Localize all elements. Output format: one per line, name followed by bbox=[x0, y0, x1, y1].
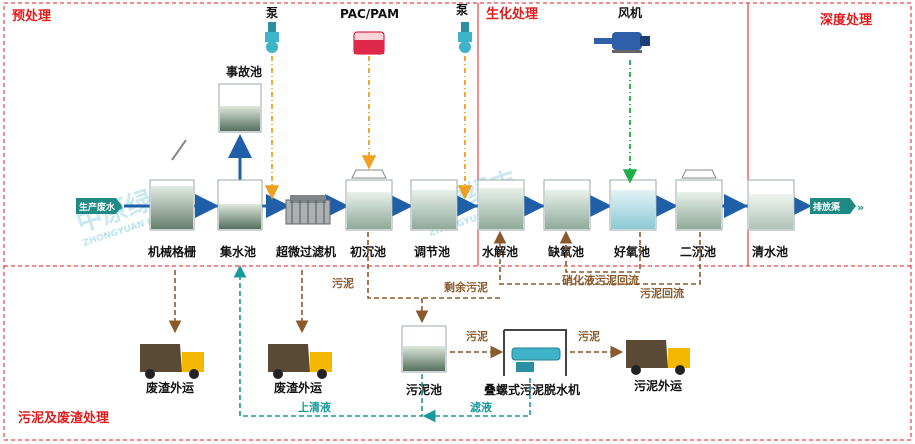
label-excess-sludge: 剩余污泥 bbox=[444, 280, 488, 294]
sludge-return-line bbox=[493, 230, 701, 285]
equalization-tank bbox=[410, 179, 458, 231]
influent-badge: 生产废水 » bbox=[76, 198, 123, 214]
label-blower: 风机 bbox=[618, 5, 642, 20]
label-supernatant: 上清液 bbox=[298, 400, 332, 414]
blower-icon bbox=[594, 32, 650, 53]
svg-text:»: » bbox=[857, 201, 864, 214]
sludge-tank bbox=[401, 325, 447, 373]
primary-sludge-line bbox=[367, 232, 422, 299]
svg-text:排放渠: 排放渠 bbox=[813, 201, 841, 213]
label-micro-filter: 超微过滤机 bbox=[275, 244, 336, 259]
truck-icon-1 bbox=[140, 344, 204, 379]
label-anoxic: 缺氧池 bbox=[548, 244, 584, 259]
aerobic-tank bbox=[609, 179, 657, 231]
label-dewatering: 叠螺式污泥脱水机 bbox=[484, 382, 580, 397]
section-pretreatment: 预处理 bbox=[12, 8, 51, 24]
label-sludge-return: 污泥回流 bbox=[640, 286, 684, 300]
truck-icon-3 bbox=[626, 340, 690, 375]
collection-tank bbox=[217, 179, 263, 231]
supernatant-return-line bbox=[233, 264, 423, 417]
label-filtrate: 滤液 bbox=[470, 400, 493, 414]
pac-pam-tank-icon bbox=[353, 31, 385, 55]
label-sludge-tank: 污泥池 bbox=[406, 382, 442, 397]
anoxic-tank bbox=[543, 179, 591, 231]
label-pump-left: 泵 bbox=[266, 6, 278, 20]
section-advanced: 深度处理 bbox=[820, 12, 872, 28]
label-sludge-3: 污泥 bbox=[578, 329, 600, 343]
label-sludge-2: 污泥 bbox=[466, 329, 488, 343]
nitrification-return-line bbox=[559, 230, 641, 273]
section-biochemical: 生化处理 bbox=[486, 6, 538, 22]
label-accident-tank: 事故池 bbox=[226, 64, 262, 79]
screen-unit bbox=[149, 139, 195, 231]
clear-water-tank bbox=[747, 179, 795, 231]
effluent-badge: 排放渠 » bbox=[810, 198, 864, 214]
label-residue-1: 废渣外运 bbox=[146, 380, 194, 395]
truck-icon-2 bbox=[268, 344, 332, 379]
label-residue-2: 废渣外运 bbox=[274, 380, 322, 395]
label-collection: 集水池 bbox=[219, 244, 256, 259]
label-clear-water: 清水池 bbox=[752, 244, 788, 259]
label-nitrification-return: 硝化液污泥回流 bbox=[562, 273, 639, 287]
secondary-settling-tank bbox=[675, 169, 723, 231]
hydrolysis-tank bbox=[477, 179, 525, 231]
primary-settling-tank bbox=[345, 169, 393, 231]
micro-filter-machine bbox=[285, 195, 331, 225]
accident-tank bbox=[218, 83, 262, 133]
label-sludge-1: 污泥 bbox=[332, 276, 354, 290]
label-equalization: 调节池 bbox=[414, 244, 450, 259]
label-secondary-settling: 二沉池 bbox=[680, 244, 716, 259]
label-aerobic: 好氧池 bbox=[613, 244, 650, 259]
svg-text:生产废水: 生产废水 bbox=[79, 201, 116, 213]
label-sludge-out: 污泥外运 bbox=[634, 378, 682, 393]
svg-text:»: » bbox=[116, 201, 123, 214]
section-sludge: 污泥及废渣处理 bbox=[18, 410, 109, 426]
pump-right-icon bbox=[458, 22, 472, 53]
screw-press-dewatering-machine bbox=[503, 329, 567, 376]
label-screen: 机械格栅 bbox=[148, 244, 196, 259]
label-pump-right: 泵 bbox=[456, 3, 468, 17]
pump-left-icon bbox=[265, 22, 279, 53]
label-pac-pam: PAC/PAM bbox=[340, 7, 399, 21]
filtrate-return-line bbox=[422, 378, 531, 423]
